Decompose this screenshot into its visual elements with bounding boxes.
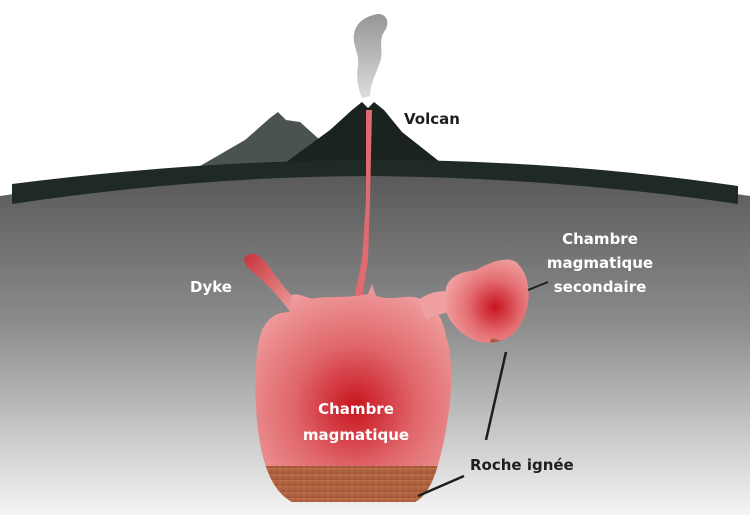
smoke-plume	[354, 14, 388, 98]
label-main-chamber-line2: magmatique	[303, 426, 409, 444]
label-secondary-chamber-line3: secondaire	[554, 278, 647, 296]
label-igneous-rock: Roche ignée	[470, 456, 574, 474]
label-volcano: Volcan	[404, 110, 460, 128]
label-dyke: Dyke	[190, 278, 232, 296]
label-secondary-chamber-line1: Chambre	[562, 230, 638, 248]
label-secondary-chamber-line2: magmatique	[547, 254, 653, 272]
label-main-chamber-line1: Chambre	[318, 400, 394, 418]
